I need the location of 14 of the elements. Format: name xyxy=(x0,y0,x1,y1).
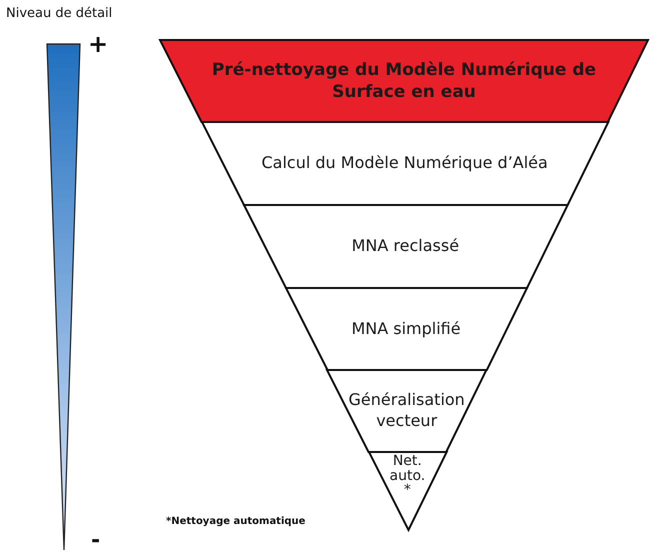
scale-sign: + xyxy=(88,30,108,58)
level-label: MNA reclassé xyxy=(352,236,460,257)
level-label: Net. auto. * xyxy=(390,454,426,498)
axis-title: Niveau de détail xyxy=(6,6,112,21)
level-label: Calcul du Modèle Numérique d’Aléa xyxy=(262,153,548,174)
pyramid-level xyxy=(286,288,527,370)
pyramid-level xyxy=(244,205,568,288)
pyramid-level xyxy=(160,40,648,122)
level-label: MNA simplifié xyxy=(351,318,461,340)
scale-sign: - xyxy=(91,528,100,553)
level-label: Pré-nettoyage du Modèle Numérique de Surface en eau xyxy=(210,58,598,104)
pyramid-level xyxy=(202,122,608,205)
footnote: *Nettoyage automatique xyxy=(166,516,306,527)
level-label: Généralisation vecteur xyxy=(348,390,465,432)
